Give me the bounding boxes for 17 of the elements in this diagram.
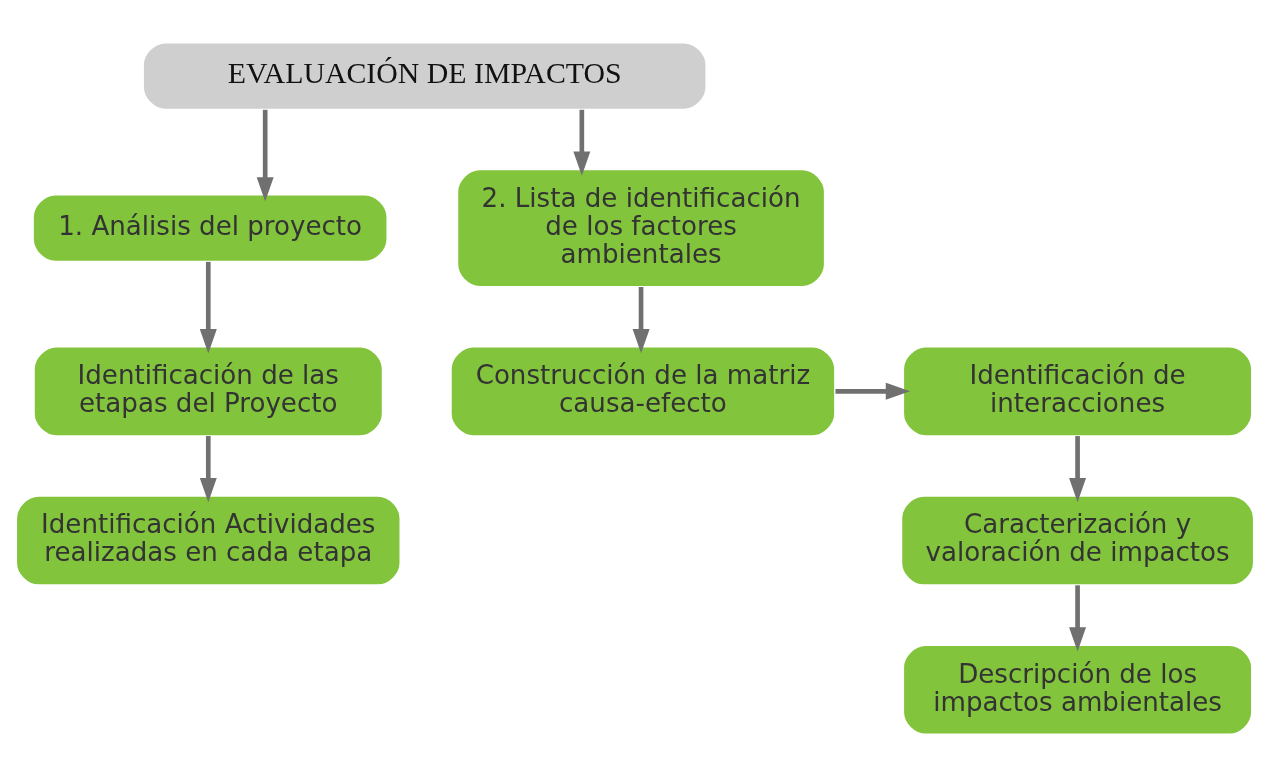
node-box: Caracterización y valoración de impactos: [900, 494, 1255, 586]
arrow: [573, 109, 591, 176]
arrow: [1069, 584, 1087, 652]
arrow: [632, 286, 650, 353]
node-box: Construcción de la matriz causa-efecto: [449, 345, 836, 437]
node-box: 1. Análisis del proyecto: [32, 193, 389, 263]
arrow: [835, 382, 911, 400]
arrow: [199, 261, 217, 353]
node-box: EVALUACIÓN DE IMPACTOS: [142, 41, 708, 111]
node-box: Identificación Actividades realizadas en cada etapa: [15, 494, 402, 586]
node-box: Descripción de los impactos ambientales: [902, 643, 1253, 735]
arrow: [1069, 435, 1087, 502]
node-box: Identificación de interacciones: [902, 345, 1253, 437]
node-box: 2. Lista de identificación de los factores ambientales: [456, 167, 826, 288]
node-box: Identificación de las etapas del Proyecto: [32, 345, 384, 437]
arrow: [256, 109, 274, 201]
arrow: [199, 435, 217, 502]
